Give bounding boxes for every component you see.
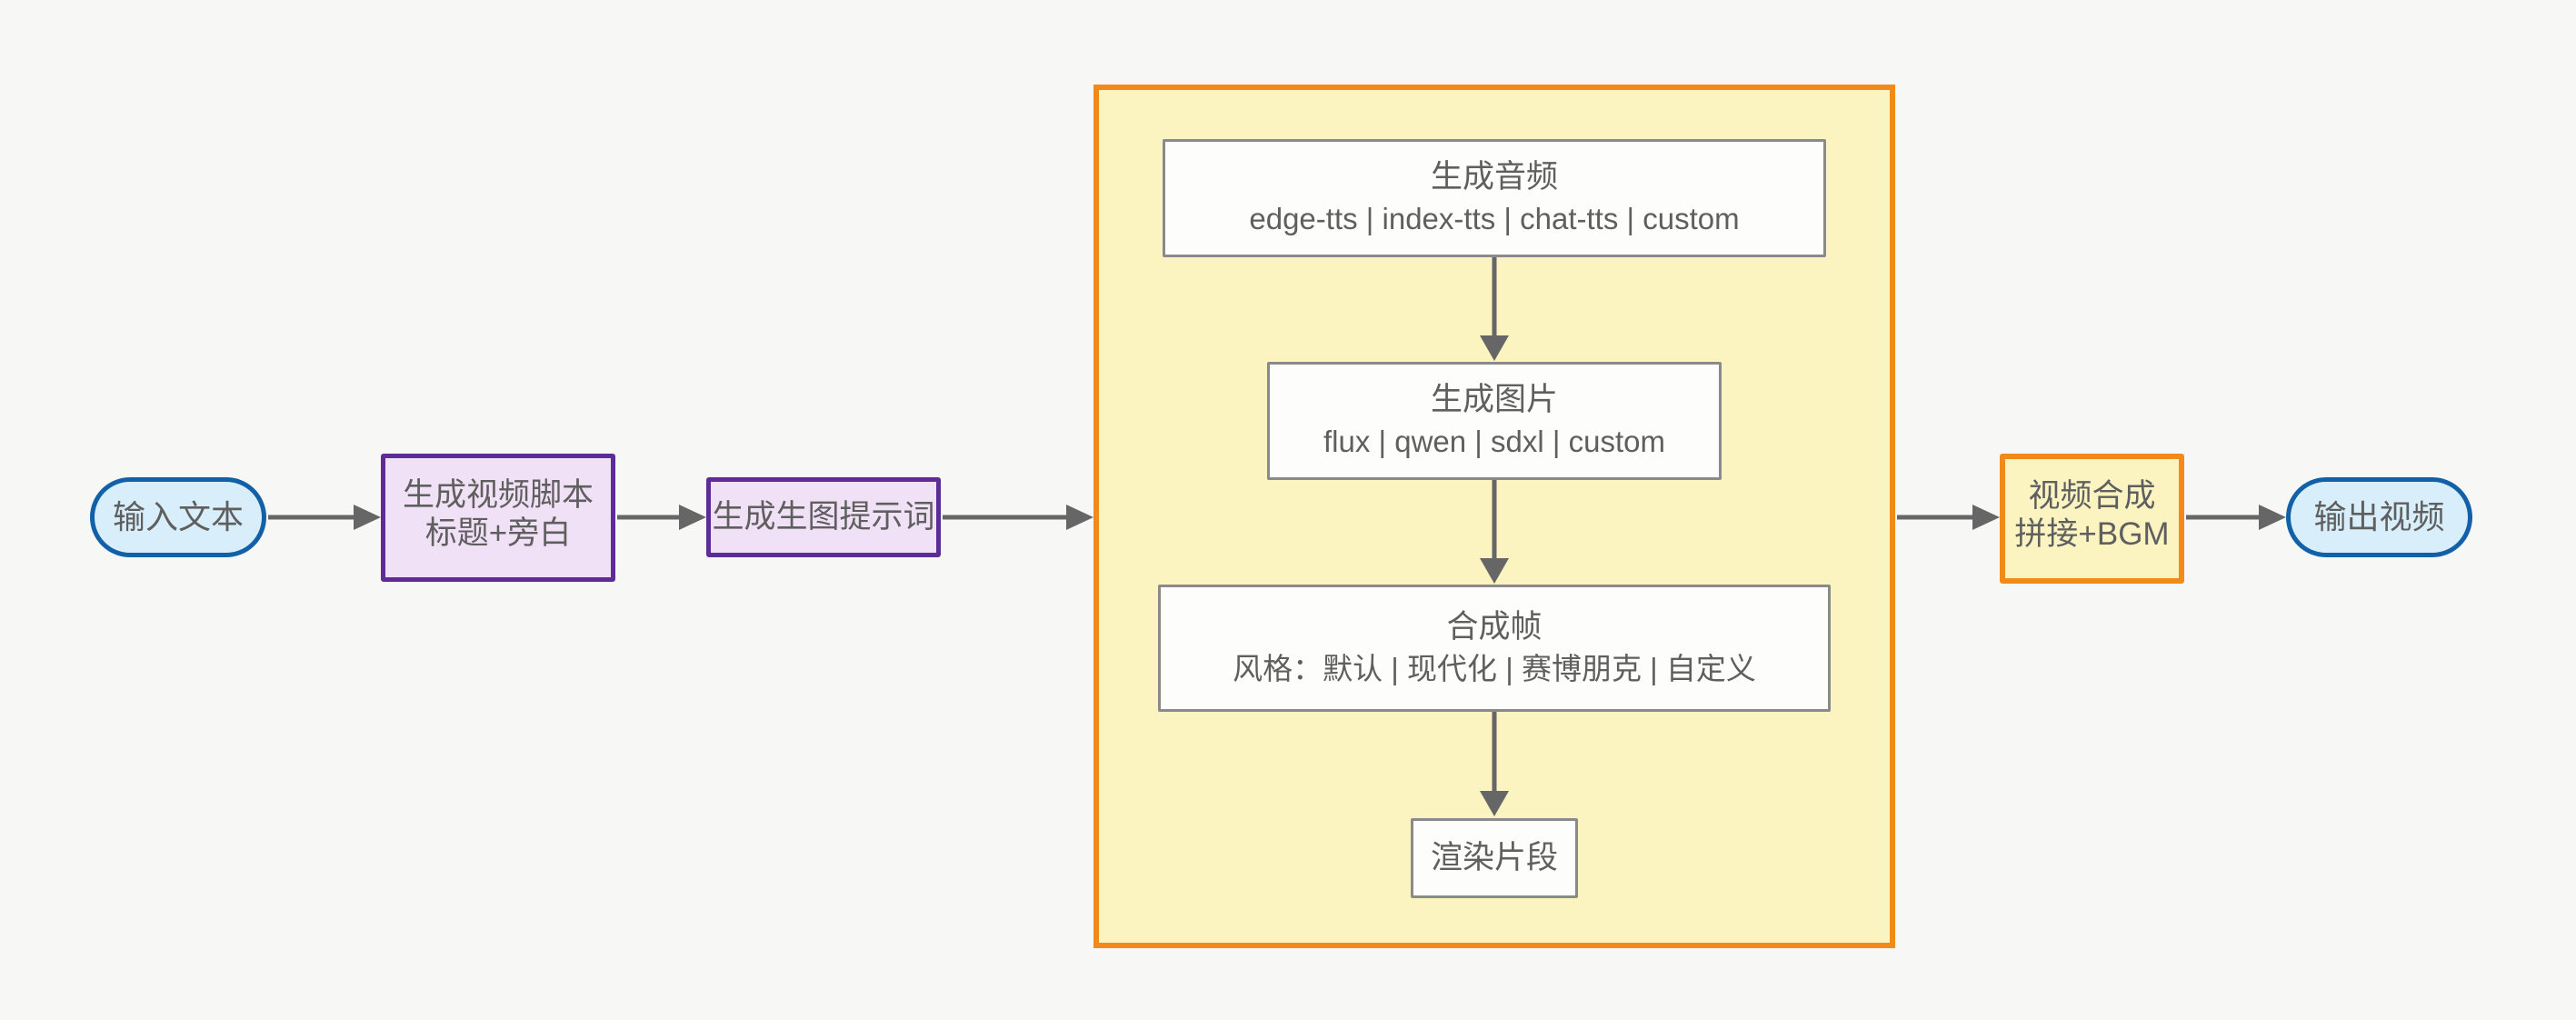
- arrow-image-to-frame: [1480, 480, 1509, 584]
- node-generate-audio: 生成音频 edge-tts | index-tts | chat-tts | c…: [1163, 139, 1826, 257]
- node-generate-script-line2: 标题+旁白: [424, 515, 572, 551]
- node-input-text: 输入文本: [90, 477, 266, 557]
- arrow-audio-to-image: [1480, 257, 1509, 361]
- node-generate-image-prompt-label: 生成生图提示词: [712, 499, 935, 535]
- arrow-script-to-prompt: [617, 505, 706, 530]
- node-compose-frame-title: 合成帧: [1446, 609, 1543, 645]
- node-generate-image: 生成图片 flux | qwen | sdxl | custom: [1267, 362, 1722, 480]
- arrow-frame-to-render: [1480, 712, 1509, 816]
- node-generate-image-prompt: 生成生图提示词: [706, 477, 941, 557]
- node-generate-image-title: 生成图片: [1430, 382, 1558, 417]
- node-render-segment-label: 渲染片段: [1430, 840, 1558, 875]
- arrow-input-to-script: [268, 505, 381, 530]
- node-compose-frame: 合成帧 风格：默认 | 现代化 | 赛博朋克 | 自定义: [1158, 585, 1831, 712]
- node-video-compose: 视频合成 拼接+BGM: [2000, 454, 2184, 584]
- node-render-segment: 渲染片段: [1411, 818, 1578, 898]
- arrow-prompt-to-stage: [943, 505, 1093, 530]
- node-generate-audio-title: 生成音频: [1430, 159, 1558, 195]
- arrow-stage-to-compose: [1897, 505, 2000, 530]
- node-input-text-label: 输入文本: [112, 498, 244, 535]
- node-generate-image-models: flux | qwen | sdxl | custom: [1323, 425, 1666, 458]
- node-output-video: 输出视频: [2286, 477, 2472, 557]
- node-generate-script-line1: 生成视频脚本: [402, 477, 594, 513]
- node-output-video-label: 输出视频: [2313, 498, 2445, 535]
- node-video-compose-line1: 视频合成: [2028, 478, 2156, 514]
- node-generate-audio-engines: edge-tts | index-tts | chat-tts | custom: [1249, 202, 1740, 235]
- node-generate-script: 生成视频脚本 标题+旁白: [381, 454, 615, 582]
- node-video-compose-line2: 拼接+BGM: [2014, 516, 2170, 552]
- arrow-compose-to-output: [2186, 505, 2286, 530]
- node-compose-frame-styles: 风格：默认 | 现代化 | 赛博朋克 | 自定义: [1233, 652, 1756, 685]
